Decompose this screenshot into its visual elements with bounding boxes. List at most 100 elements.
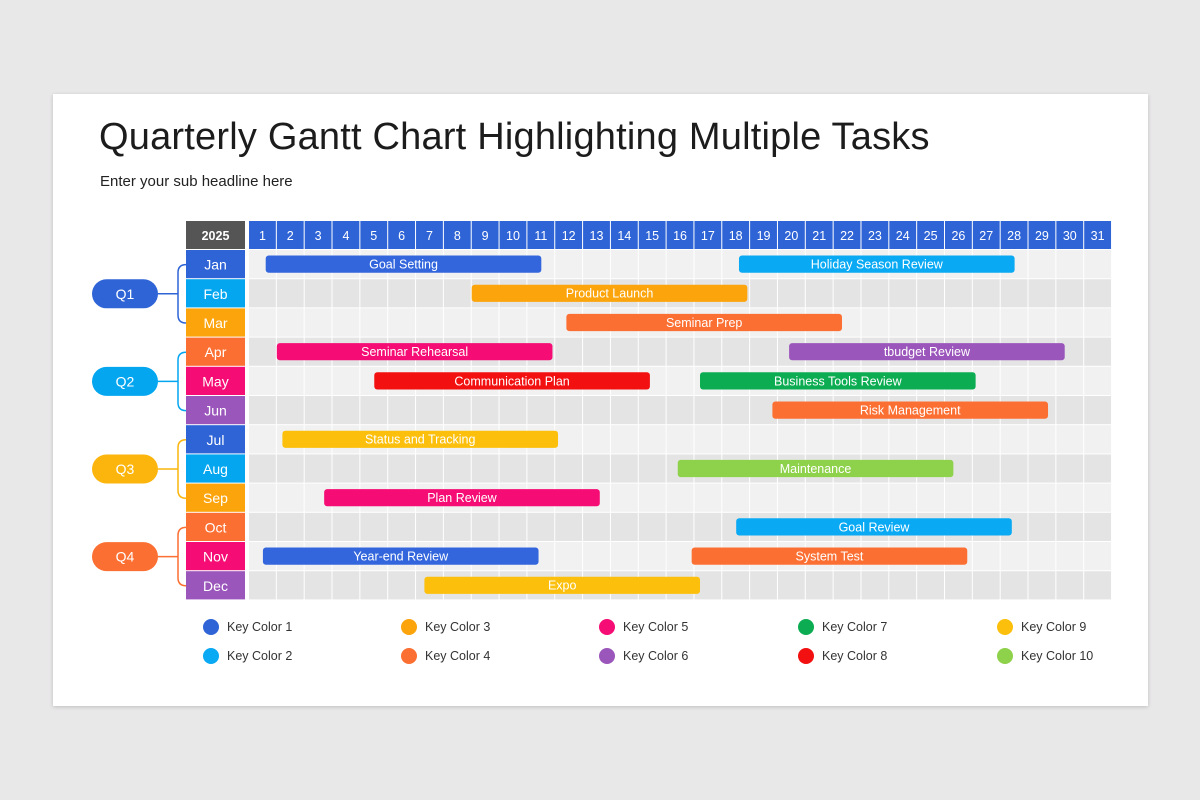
grid-cell — [638, 337, 666, 366]
grid-cell — [805, 425, 833, 454]
day-header-cell — [471, 221, 499, 249]
day-label: 18 — [729, 229, 743, 243]
legend-item: Key Color 8 — [798, 648, 887, 664]
grid-cell — [555, 542, 583, 571]
grid-cell — [304, 279, 332, 308]
quarter-label: Q2 — [116, 373, 135, 389]
month-label: Nov — [203, 549, 228, 565]
quarter-bracket — [158, 439, 187, 499]
grid-cell — [416, 308, 443, 337]
legend-label: Key Color 9 — [1021, 620, 1087, 634]
grid-cell — [917, 279, 944, 308]
legend-label: Key Color 4 — [425, 649, 491, 663]
legend-label: Key Color 7 — [822, 620, 888, 634]
legend-item: Key Color 5 — [599, 619, 688, 635]
legend-label: Key Color 10 — [1021, 649, 1094, 663]
grid-cell — [583, 454, 610, 483]
day-label: 27 — [979, 229, 993, 243]
legend-label: Key Color 5 — [623, 620, 689, 634]
grid-cell — [610, 512, 638, 541]
task-label: System Test — [796, 550, 864, 564]
legend-color-dot — [599, 648, 615, 664]
grid-cell — [1028, 512, 1056, 541]
grid-cell — [1000, 571, 1028, 600]
grid-cell — [694, 512, 722, 541]
grid-cell — [249, 483, 276, 512]
month-cell — [186, 396, 245, 425]
grid-cell — [666, 425, 694, 454]
month-cell — [186, 542, 245, 571]
quarter-bracket — [158, 351, 187, 412]
task-label: Expo — [548, 579, 577, 593]
day-header-cell — [388, 221, 416, 249]
grid-cell — [638, 512, 666, 541]
legend-item: Key Color 4 — [401, 648, 490, 664]
legend-item: Key Color 2 — [203, 648, 292, 664]
grid-cell — [610, 337, 638, 366]
grid-cell — [750, 337, 777, 366]
day-header-cell — [1028, 221, 1056, 249]
grid-cell — [917, 483, 944, 512]
grid-cell — [972, 571, 1000, 600]
grid-cell — [249, 454, 276, 483]
grid-cell — [694, 483, 722, 512]
day-label: 25 — [924, 229, 938, 243]
task-bar — [424, 576, 701, 594]
task-label: Status and Tracking — [365, 433, 476, 447]
grid-cell — [1028, 366, 1056, 395]
month-label: Aug — [203, 461, 228, 477]
grid-cell — [527, 308, 555, 337]
grid-cell — [666, 512, 694, 541]
legend-item: Key Color 7 — [798, 619, 887, 635]
grid-cell — [360, 279, 388, 308]
grid-cell — [945, 308, 972, 337]
day-label: 4 — [342, 229, 349, 243]
grid-cell — [610, 454, 638, 483]
grid-cell — [276, 366, 304, 395]
grid-cell — [777, 571, 805, 600]
day-header-cell — [443, 221, 471, 249]
day-header-cell — [638, 221, 666, 249]
grid-cell — [833, 483, 861, 512]
grid-cell — [694, 250, 722, 279]
day-header-cell — [610, 221, 638, 249]
grid-cell — [722, 571, 750, 600]
legend-label: Key Color 2 — [227, 649, 293, 663]
month-label: Mar — [203, 315, 227, 331]
month-label: Jun — [204, 403, 227, 419]
grid-cell — [443, 308, 471, 337]
legend-label: Key Color 3 — [425, 620, 491, 634]
day-header-cell — [304, 221, 332, 249]
day-label: 9 — [482, 229, 489, 243]
grid-cell — [1084, 396, 1112, 425]
grid-cell — [1028, 483, 1056, 512]
grid-cell — [1028, 250, 1056, 279]
day-label: 24 — [896, 229, 910, 243]
day-header-cell — [276, 221, 304, 249]
grid-cell — [276, 512, 304, 541]
grid-cell — [750, 571, 777, 600]
grid-cell — [249, 425, 276, 454]
grid-cell — [332, 366, 360, 395]
legend-label: Key Color 6 — [623, 649, 689, 663]
grid-cell — [638, 425, 666, 454]
grid-cell — [1056, 512, 1084, 541]
grid-cell — [638, 483, 666, 512]
month-label: Sep — [203, 490, 228, 506]
month-cell — [186, 425, 245, 454]
grid-cell — [722, 396, 750, 425]
grid-cell — [1056, 483, 1084, 512]
grid-cell — [583, 250, 610, 279]
quarter-label: Q1 — [116, 286, 135, 302]
month-label: Feb — [203, 286, 227, 302]
task-bar — [736, 518, 1012, 536]
grid-cell — [276, 279, 304, 308]
legend-item: Key Color 9 — [997, 619, 1086, 635]
grid-cell — [332, 396, 360, 425]
task-bar — [566, 313, 842, 332]
grid-cell — [416, 512, 443, 541]
day-header-cell — [1084, 221, 1112, 249]
grid-cell — [249, 337, 276, 366]
grid-cell — [304, 571, 332, 600]
